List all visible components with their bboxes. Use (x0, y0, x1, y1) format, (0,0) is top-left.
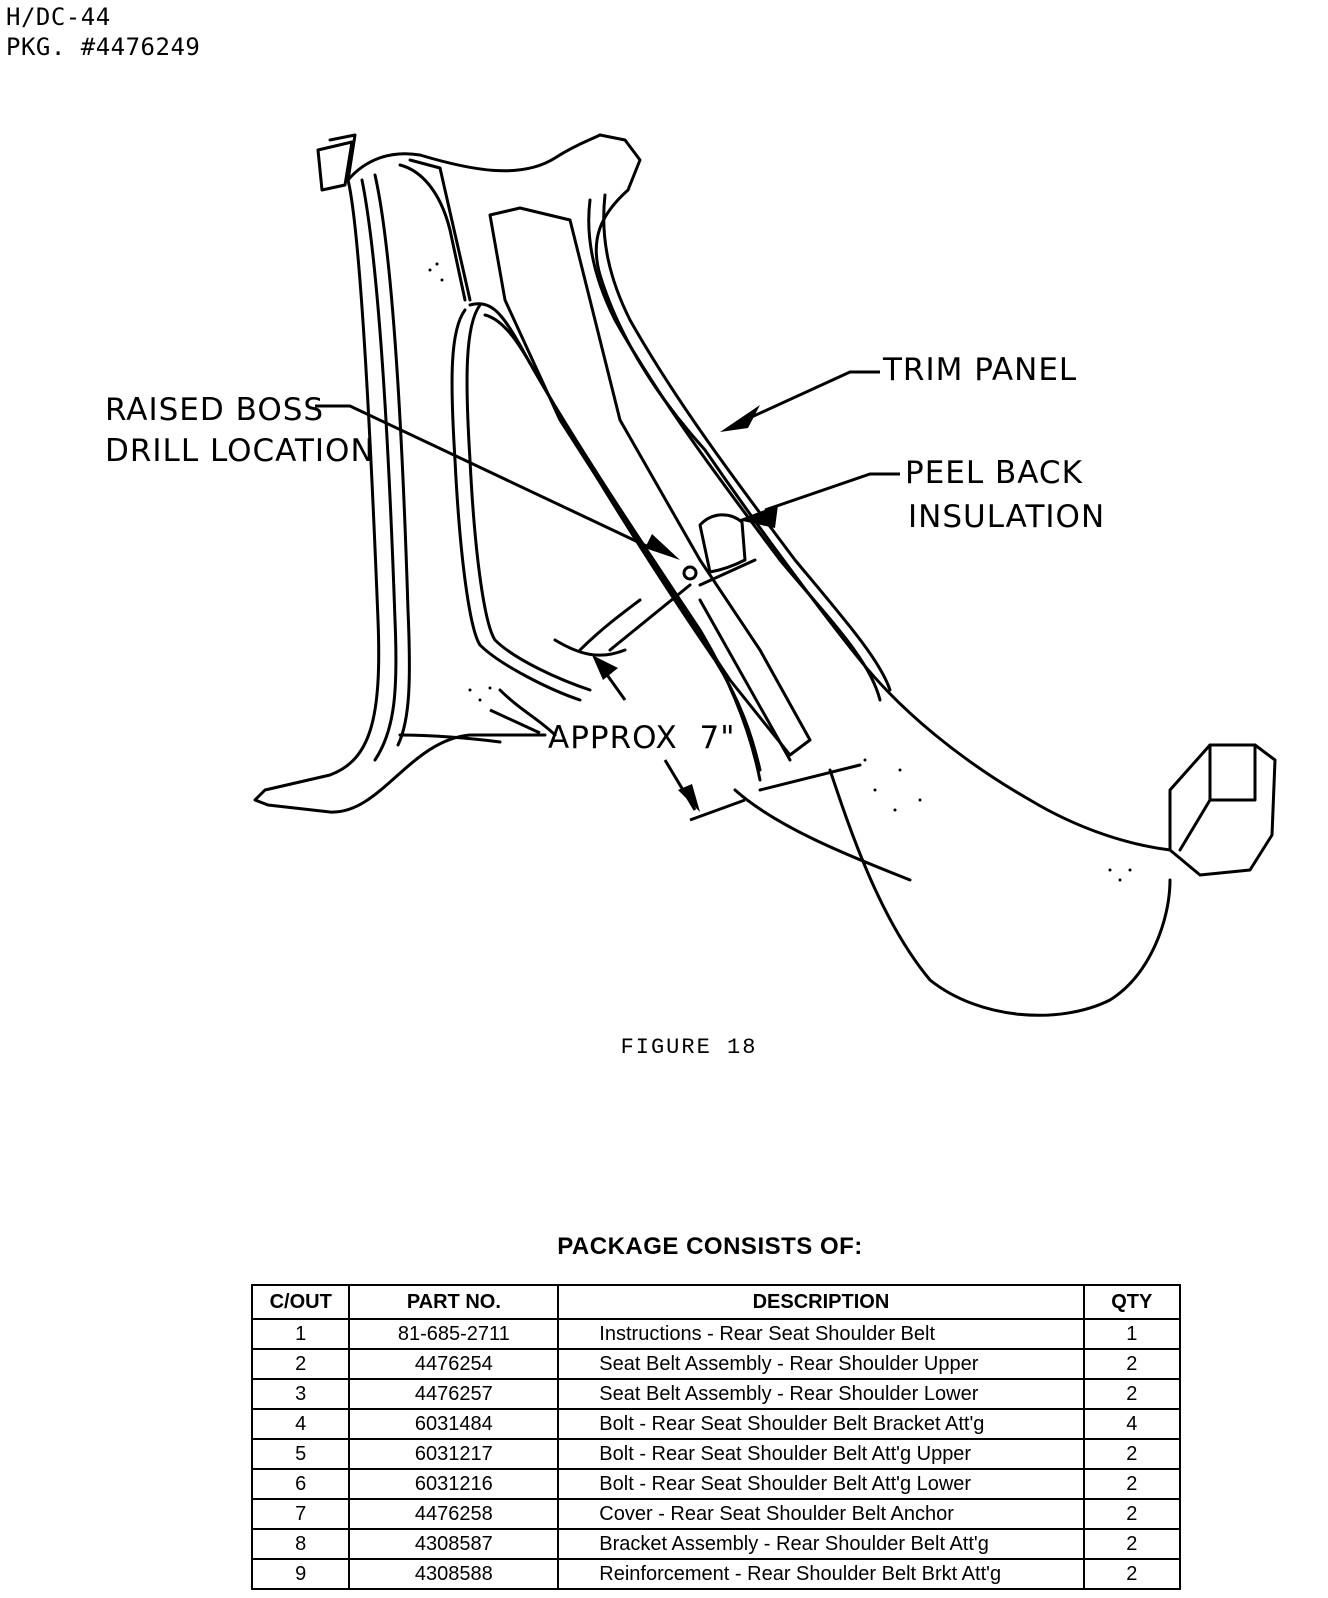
cell-qty: 2 (1082, 1378, 1182, 1410)
cell-cout: 6 (250, 1468, 351, 1500)
cell-part-no: 4476258 (348, 1498, 560, 1530)
cell-qty: 1 (1082, 1318, 1182, 1350)
table-row: 7 4476258 Cover - Rear Seat Shoulder Bel… (250, 1498, 1182, 1530)
cell-description: Cover - Rear Seat Shoulder Belt Anchor (557, 1498, 1085, 1530)
cell-cout: 2 (250, 1348, 351, 1380)
trim-panel-arrow (720, 405, 760, 432)
pillar-outline (253, 133, 547, 814)
cell-part-no: 6031217 (348, 1438, 560, 1470)
drill-location-label: DRILL LOCATION (105, 433, 375, 469)
package-title: PACKAGE CONSISTS OF: (557, 1233, 863, 1260)
cell-cout: 7 (250, 1498, 351, 1530)
cell-part-no: 4308587 (348, 1528, 560, 1560)
table-row: 1 81-685-2711 Instructions - Rear Seat S… (250, 1318, 1182, 1350)
cell-description: Instructions - Rear Seat Shoulder Belt (557, 1318, 1085, 1350)
cell-cout: 3 (250, 1378, 351, 1410)
cell-cout: 9 (250, 1558, 351, 1590)
cell-part-no: 4308588 (348, 1558, 560, 1590)
column-header-part-no: PART NO. (348, 1284, 560, 1320)
cell-part-no: 4476254 (348, 1348, 560, 1380)
table-row: 3 4476257 Seat Belt Assembly - Rear Shou… (250, 1378, 1182, 1410)
cell-qty: 2 (1082, 1468, 1182, 1500)
cell-qty: 4 (1082, 1408, 1182, 1440)
approx-bottom-arrow (678, 784, 700, 812)
column-header-qty: QTY (1082, 1284, 1182, 1320)
package-number: PKG. #4476249 (6, 33, 201, 61)
cell-description: Seat Belt Assembly - Rear Shoulder Lower (557, 1378, 1085, 1410)
cell-description: Bracket Assembly - Rear Shoulder Belt At… (557, 1528, 1085, 1560)
cell-qty: 2 (1082, 1558, 1182, 1590)
cell-cout: 1 (250, 1318, 351, 1350)
cell-part-no: 6031216 (348, 1468, 560, 1500)
package-contents-table: C/OUT PART NO. DESCRIPTION QTY 1 81-685-… (250, 1284, 1182, 1590)
cell-cout: 5 (250, 1438, 351, 1470)
cell-qty: 2 (1082, 1438, 1182, 1470)
approx-dimension-label: APPROX 7" (548, 720, 735, 756)
cell-description: Reinforcement - Rear Shoulder Belt Brkt … (557, 1558, 1085, 1590)
cell-part-no: 4476257 (348, 1378, 560, 1410)
peel-back-label: PEEL BACK (905, 455, 1083, 491)
table-row: 2 4476254 Seat Belt Assembly - Rear Shou… (250, 1348, 1182, 1380)
figure-caption: FIGURE 18 (0, 1035, 1328, 1060)
cell-description: Seat Belt Assembly - Rear Shoulder Upper (557, 1348, 1085, 1380)
approx-top-arrow (592, 655, 618, 680)
figure-caption-text: FIGURE 18 (620, 1035, 758, 1060)
table-header-row: C/OUT PART NO. DESCRIPTION QTY (250, 1284, 1182, 1320)
cell-qty: 2 (1082, 1528, 1182, 1560)
drill-location-arrow (645, 534, 680, 560)
trim-panel-label: TRIM PANEL (882, 352, 1077, 388)
cell-description: Bolt - Rear Seat Shoulder Belt Att'g Upp… (557, 1438, 1085, 1470)
cell-cout: 4 (250, 1408, 351, 1440)
column-header-cout: C/OUT (250, 1284, 351, 1320)
cell-qty: 2 (1082, 1498, 1182, 1530)
cell-qty: 2 (1082, 1348, 1182, 1380)
cell-part-no: 81-685-2711 (348, 1318, 560, 1350)
insulation-label: INSULATION (908, 499, 1105, 535)
table-row: 5 6031217 Bolt - Rear Seat Shoulder Belt… (250, 1438, 1182, 1470)
table-row: 9 4308588 Reinforcement - Rear Shoulder … (250, 1558, 1182, 1590)
trim-panel-illustration: TRIM PANEL RAISED BOSS DRILL LOCATION PE… (105, 133, 1277, 1017)
cell-description: Bolt - Rear Seat Shoulder Belt Bracket A… (557, 1408, 1085, 1440)
column-header-description: DESCRIPTION (557, 1284, 1085, 1320)
table-row: 6 6031216 Bolt - Rear Seat Shoulder Belt… (250, 1468, 1182, 1500)
insulation-strip (488, 206, 812, 757)
table-row: 8 4308587 Bracket Assembly - Rear Should… (250, 1528, 1182, 1560)
table-row: 4 6031484 Bolt - Rear Seat Shoulder Belt… (250, 1408, 1182, 1440)
cell-part-no: 6031484 (348, 1408, 560, 1440)
stipple-texture (428, 262, 1132, 882)
cell-description: Bolt - Rear Seat Shoulder Belt Att'g Low… (557, 1468, 1085, 1500)
document-code: H/DC-44 (6, 3, 111, 31)
peel-back-arrow (738, 505, 778, 528)
raised-boss-label: RAISED BOSS (105, 392, 324, 428)
cell-cout: 8 (250, 1528, 351, 1560)
